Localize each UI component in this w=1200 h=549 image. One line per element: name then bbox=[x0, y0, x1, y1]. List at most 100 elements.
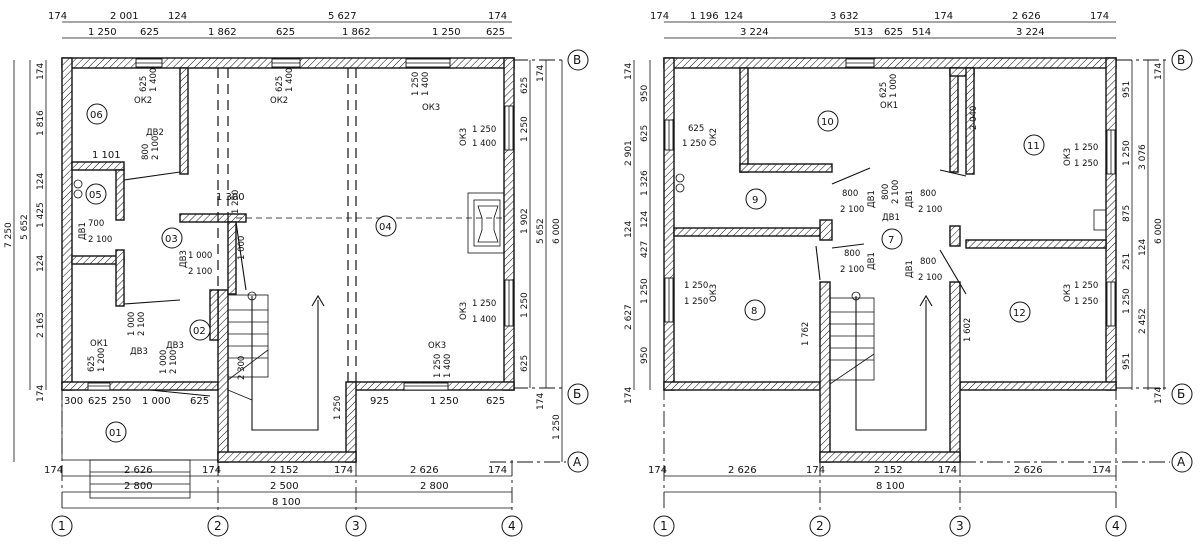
dim-text: 1 250 bbox=[640, 278, 650, 304]
door-label: 800 bbox=[141, 144, 151, 160]
dim-text: 1 250 bbox=[552, 414, 562, 440]
room-number: 12 bbox=[1013, 308, 1026, 319]
dim-text: 1 902 bbox=[520, 208, 530, 234]
floor-2-top-dims-row2: 3 224 513 625 514 3 224 bbox=[740, 27, 1045, 38]
floor-2-top-dims-row1: 174 1 196 124 3 632 174 2 626 174 bbox=[650, 11, 1109, 22]
room-number: 11 bbox=[1027, 141, 1040, 152]
dim-text: 2 152 bbox=[270, 465, 299, 476]
axis-markers-floor-2: 1 2 3 4 В Б А bbox=[653, 49, 1193, 537]
dim-text: 174 bbox=[488, 465, 507, 476]
dim-text: 174 bbox=[488, 11, 507, 22]
floor-1-bottom-dims-inner: 300 625 250 1 000 625 925 1 250 625 bbox=[64, 396, 505, 407]
floor-2-right-dims-inner: 951 1 250 875 251 1 250 951 bbox=[1122, 81, 1132, 370]
dim-text: 2 901 bbox=[624, 140, 634, 166]
window-label: ОК3 bbox=[709, 284, 719, 302]
window-label: 1 250 bbox=[1074, 143, 1098, 153]
window-label: 1 250 bbox=[682, 139, 706, 149]
axis-label: 1 bbox=[58, 519, 66, 533]
steps bbox=[89, 459, 191, 499]
door-label: 2 100 bbox=[151, 136, 161, 160]
axis-label: 3 bbox=[352, 519, 360, 533]
wall-int-4 bbox=[115, 169, 125, 221]
door-label: 800 bbox=[844, 249, 860, 259]
dim-text: 174 bbox=[334, 465, 353, 476]
dim-text: 2 626 bbox=[1014, 465, 1043, 476]
window-label: ОК1 bbox=[880, 101, 898, 111]
dim-text: 1 250 bbox=[1122, 140, 1132, 166]
dim-text: 427 bbox=[640, 241, 650, 258]
dim-text: 3 224 bbox=[1016, 27, 1045, 38]
axis-label: В bbox=[573, 53, 581, 67]
window-label: ОК3 bbox=[422, 103, 440, 113]
dim-text: 625 bbox=[486, 396, 505, 407]
dim-text: 2 040 bbox=[969, 106, 979, 130]
dim-text: 174 bbox=[650, 11, 669, 22]
door-label: 2 100 bbox=[918, 273, 942, 283]
door-label: 2 100 bbox=[891, 180, 901, 204]
floor-2-total-width: 8 100 bbox=[876, 481, 905, 492]
window-label: 1 400 bbox=[472, 315, 496, 325]
window-label: 1 000 bbox=[889, 74, 899, 98]
dim-text: 2 163 bbox=[36, 312, 46, 338]
dim-text: 950 bbox=[640, 85, 650, 102]
staircase-floor-1 bbox=[227, 291, 325, 431]
door-label: 1 000 bbox=[127, 312, 137, 336]
door-label: 800 bbox=[920, 257, 936, 267]
dim-text: 951 bbox=[1122, 81, 1132, 98]
dim-text: 625 bbox=[276, 27, 295, 38]
window-label: ОК2 bbox=[709, 128, 719, 146]
window-label: 1 400 bbox=[472, 139, 496, 149]
door-label: 2 100 bbox=[918, 205, 942, 215]
dim-text: 174 bbox=[48, 11, 67, 22]
floor-2-plan: 174 1 196 124 3 632 174 2 626 174 3 224 … bbox=[624, 11, 1193, 537]
dim-text: 6 000 bbox=[1154, 218, 1164, 244]
dim-text: 625 bbox=[486, 27, 505, 38]
staircase-floor-2 bbox=[829, 291, 933, 431]
axis-label: Б bbox=[573, 387, 581, 401]
axis-label: 2 bbox=[214, 519, 222, 533]
window-ok3-east-1 bbox=[504, 105, 514, 151]
window-label: 1 250 bbox=[1074, 297, 1098, 307]
door-label: 2 100 bbox=[840, 205, 864, 215]
window-label: 1 250 bbox=[684, 281, 708, 291]
floor-1-right-total: 6 000 bbox=[552, 218, 562, 244]
door-labels-floor-1: ДВ2 800 2 100 ДВ1 700 2 100 ДВ3 1 000 2 … bbox=[78, 128, 343, 420]
dim-text: 1 762 bbox=[801, 322, 811, 346]
window-label: ОК3 bbox=[459, 128, 469, 146]
dim-text: 174 bbox=[1090, 11, 1109, 22]
wall-int-2 bbox=[71, 161, 125, 171]
floor-2-left-dims-outer: 174 2 901 124 2 627 174 bbox=[624, 63, 634, 404]
room-markers-floor-1: 06 05 03 02 01 04 bbox=[85, 103, 397, 443]
floor-1-left-dims-inner: 174 1 816 124 1 425 124 2 163 174 bbox=[36, 63, 46, 402]
fireplace bbox=[467, 192, 505, 254]
dim-text: 2 627 bbox=[624, 304, 634, 330]
door-label: 2 100 bbox=[840, 265, 864, 275]
dim-text: 2 626 bbox=[124, 465, 153, 476]
dim-text: 1 250 bbox=[88, 27, 117, 38]
door-label: ДВ1 bbox=[867, 252, 877, 270]
door-label: ДВ1 bbox=[905, 190, 915, 208]
door-label: 800 bbox=[842, 189, 858, 199]
window-label: ОК2 bbox=[134, 96, 152, 106]
window-label: 625 bbox=[87, 356, 97, 372]
dim-text: 1 602 bbox=[963, 318, 973, 342]
dim-text: 1 862 bbox=[342, 27, 371, 38]
window-label: 1 400 bbox=[421, 72, 431, 96]
door-label: 700 bbox=[88, 219, 104, 229]
wall-stair-left bbox=[217, 289, 229, 463]
window-label: 1 250 bbox=[1074, 281, 1098, 291]
floor-1-bottom-dims-row1: 174 2 626 174 2 152 174 2 626 174 bbox=[44, 465, 507, 476]
dim-text: 5 627 bbox=[328, 11, 357, 22]
dim-text: 3 076 bbox=[1138, 144, 1148, 170]
dim-text: 174 bbox=[36, 63, 46, 80]
axis-label: А bbox=[573, 455, 582, 469]
dim-text: 950 bbox=[640, 347, 650, 364]
window-ok3-east-2 bbox=[504, 279, 514, 327]
dim-text: 124 bbox=[640, 211, 650, 228]
door-label: ДВ3 bbox=[179, 250, 189, 268]
dim-text: 174 bbox=[1092, 465, 1111, 476]
dim-text: 2 001 bbox=[110, 11, 139, 22]
dim-text: 124 bbox=[724, 11, 743, 22]
door-label: ДВ1 bbox=[867, 190, 877, 208]
